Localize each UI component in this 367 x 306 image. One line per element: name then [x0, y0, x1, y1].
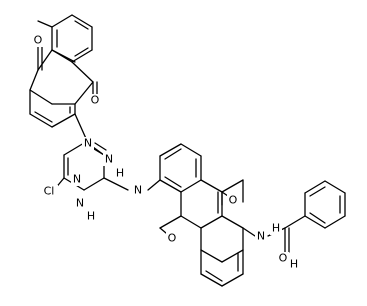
atom-labels: O O N N N H Cl N H N O O N H O H — [32, 34, 300, 271]
atom-o-mid-a: O — [229, 194, 238, 207]
atom-n-amide: N — [257, 230, 265, 243]
atom-o-top-a: O — [34, 34, 43, 47]
atom-n-triazine-2: N — [73, 173, 81, 186]
atom-o-mid-b: O — [168, 232, 177, 245]
atom-n-triazine-1: N — [105, 153, 113, 166]
atom-h-amide-oh: H — [290, 258, 298, 271]
middle-anthraquinone-bonds — [147, 143, 290, 287]
atom-h-triazine-3: H — [87, 210, 95, 223]
benzoyl-ring-bonds — [284, 180, 346, 229]
atom-cl: Cl — [44, 185, 55, 198]
atom-n-link-2: N — [134, 184, 142, 197]
atom-o-top-b: O — [91, 94, 100, 107]
top-anthraquinone-bonds — [29, 14, 98, 144]
atom-h-amide: H — [272, 222, 280, 235]
atom-h-triazine-1: H — [116, 167, 124, 180]
atom-n-link-1: N — [84, 137, 92, 150]
atom-o-amide: O — [279, 252, 288, 265]
atom-n-triazine-3: N — [76, 197, 84, 210]
